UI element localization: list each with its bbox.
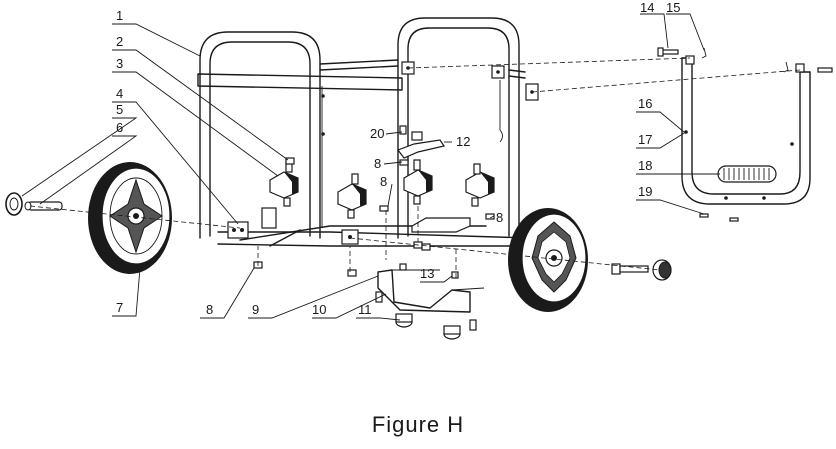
figure-caption: Figure H — [372, 412, 464, 437]
right-wheel — [508, 208, 588, 312]
bracket-12 — [397, 139, 445, 159]
callout-6: 6 — [116, 120, 123, 135]
mount-rear-left — [403, 159, 433, 205]
callout-5: 5 — [116, 102, 123, 117]
callout-13: 13 — [420, 266, 434, 281]
grip-ribs — [723, 168, 770, 180]
callout-8: 8 — [206, 302, 213, 317]
callout-18: 18 — [638, 158, 652, 173]
mount-front-left — [269, 159, 299, 207]
callout-10: 10 — [312, 302, 326, 317]
callout-19: 19 — [638, 184, 652, 199]
handle-grip — [717, 165, 777, 183]
leader-lines — [21, 13, 720, 321]
callout-7: 7 — [116, 300, 123, 315]
callout-16: 16 — [638, 96, 652, 111]
callout-14: 14 — [640, 0, 654, 15]
right-axle — [611, 259, 672, 281]
callout-8-bracket: 8 — [374, 156, 381, 171]
callout-11: 11 — [358, 302, 372, 317]
callout-3: 3 — [116, 56, 123, 71]
left-wheel — [88, 162, 172, 274]
support-leg — [377, 269, 485, 340]
callout-4: 4 — [116, 86, 123, 101]
callout-20: 20 — [370, 126, 384, 141]
hardware-nuts — [253, 157, 495, 331]
callout-17: 17 — [638, 132, 652, 147]
callout-8-mid: 8 — [380, 174, 387, 189]
left-axle — [5, 192, 63, 216]
callout-9: 9 — [252, 302, 259, 317]
assembly-lines — [29, 57, 801, 278]
mount-rear-right — [465, 163, 495, 207]
callout-15: 15 — [666, 0, 680, 15]
callout-12: 12 — [456, 134, 470, 149]
callout-8-rear: 8 — [496, 210, 503, 225]
callout-labels: 1 2 3 4 5 6 7 8 9 10 11 13 8 8 20 8 12 1… — [116, 0, 680, 317]
mount-front-right — [337, 173, 367, 219]
engine-mounts — [269, 125, 495, 233]
callout-1: 1 — [116, 8, 123, 23]
callout-2: 2 — [116, 34, 123, 49]
handle-assembly — [657, 47, 833, 222]
